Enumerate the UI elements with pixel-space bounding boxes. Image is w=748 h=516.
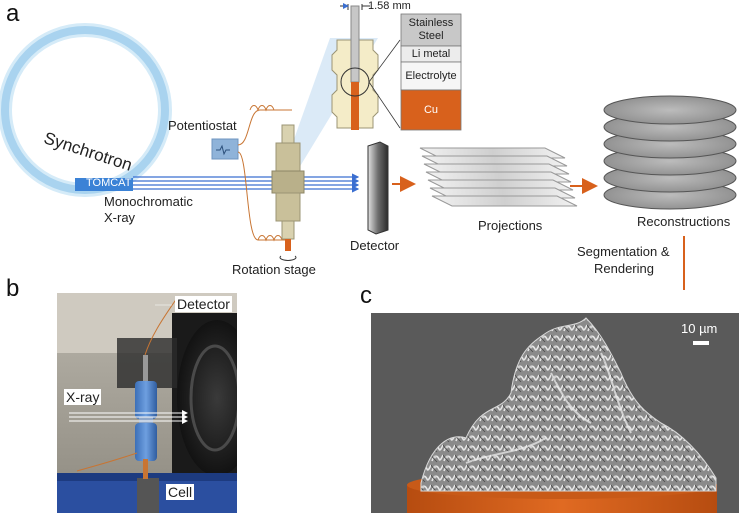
photo-detector-label: Detector bbox=[175, 296, 232, 312]
cell-wires bbox=[237, 105, 292, 242]
panel-label-b: b bbox=[6, 275, 20, 302]
reconstructions-stack bbox=[603, 95, 737, 210]
flow-arrows bbox=[392, 176, 598, 194]
dendrite-rendering bbox=[371, 313, 739, 513]
potentiostat-label: Potentiostat bbox=[168, 118, 237, 133]
xray-label-line2: X-ray bbox=[104, 210, 136, 225]
potentiostat-box bbox=[211, 138, 239, 160]
rotation-stage-label: Rotation stage bbox=[232, 262, 316, 277]
photo-cell-label: Cell bbox=[166, 484, 195, 500]
layer-label: Stainless bbox=[408, 17, 454, 29]
projections-label: Projections bbox=[478, 218, 543, 233]
tomcat-label: TOMCAT bbox=[86, 177, 132, 189]
dimension-label: 1.58 mm bbox=[368, 0, 411, 12]
photo-xray-label: X-ray bbox=[64, 389, 102, 405]
tomcat-box bbox=[75, 178, 133, 191]
xray-label-line1: Monochromatic bbox=[104, 194, 193, 209]
detector-label: Detector bbox=[350, 238, 400, 253]
layer-label: Steel bbox=[418, 30, 444, 42]
panel-label-a: a bbox=[6, 0, 20, 27]
reconstructions-label: Reconstructions bbox=[637, 214, 731, 229]
setup-diagram bbox=[0, 3, 737, 290]
segmentation-label-line2: Rendering bbox=[594, 261, 654, 276]
layer-label: Electrolyte bbox=[405, 69, 457, 82]
scale-bar-label: 10 µm bbox=[681, 321, 718, 336]
layer-label: Cu bbox=[423, 103, 439, 116]
detector-icon bbox=[367, 141, 389, 235]
synchrotron-ring bbox=[0, 23, 172, 197]
cell-cross-section bbox=[331, 3, 401, 130]
layer-stack bbox=[400, 13, 462, 131]
projections-stack bbox=[419, 147, 578, 207]
panel-label-c: c bbox=[360, 282, 372, 309]
segmentation-label-line1: Segmentation & bbox=[577, 244, 670, 259]
layer-label: Li metal bbox=[411, 47, 451, 60]
cell-assembly bbox=[271, 124, 305, 261]
